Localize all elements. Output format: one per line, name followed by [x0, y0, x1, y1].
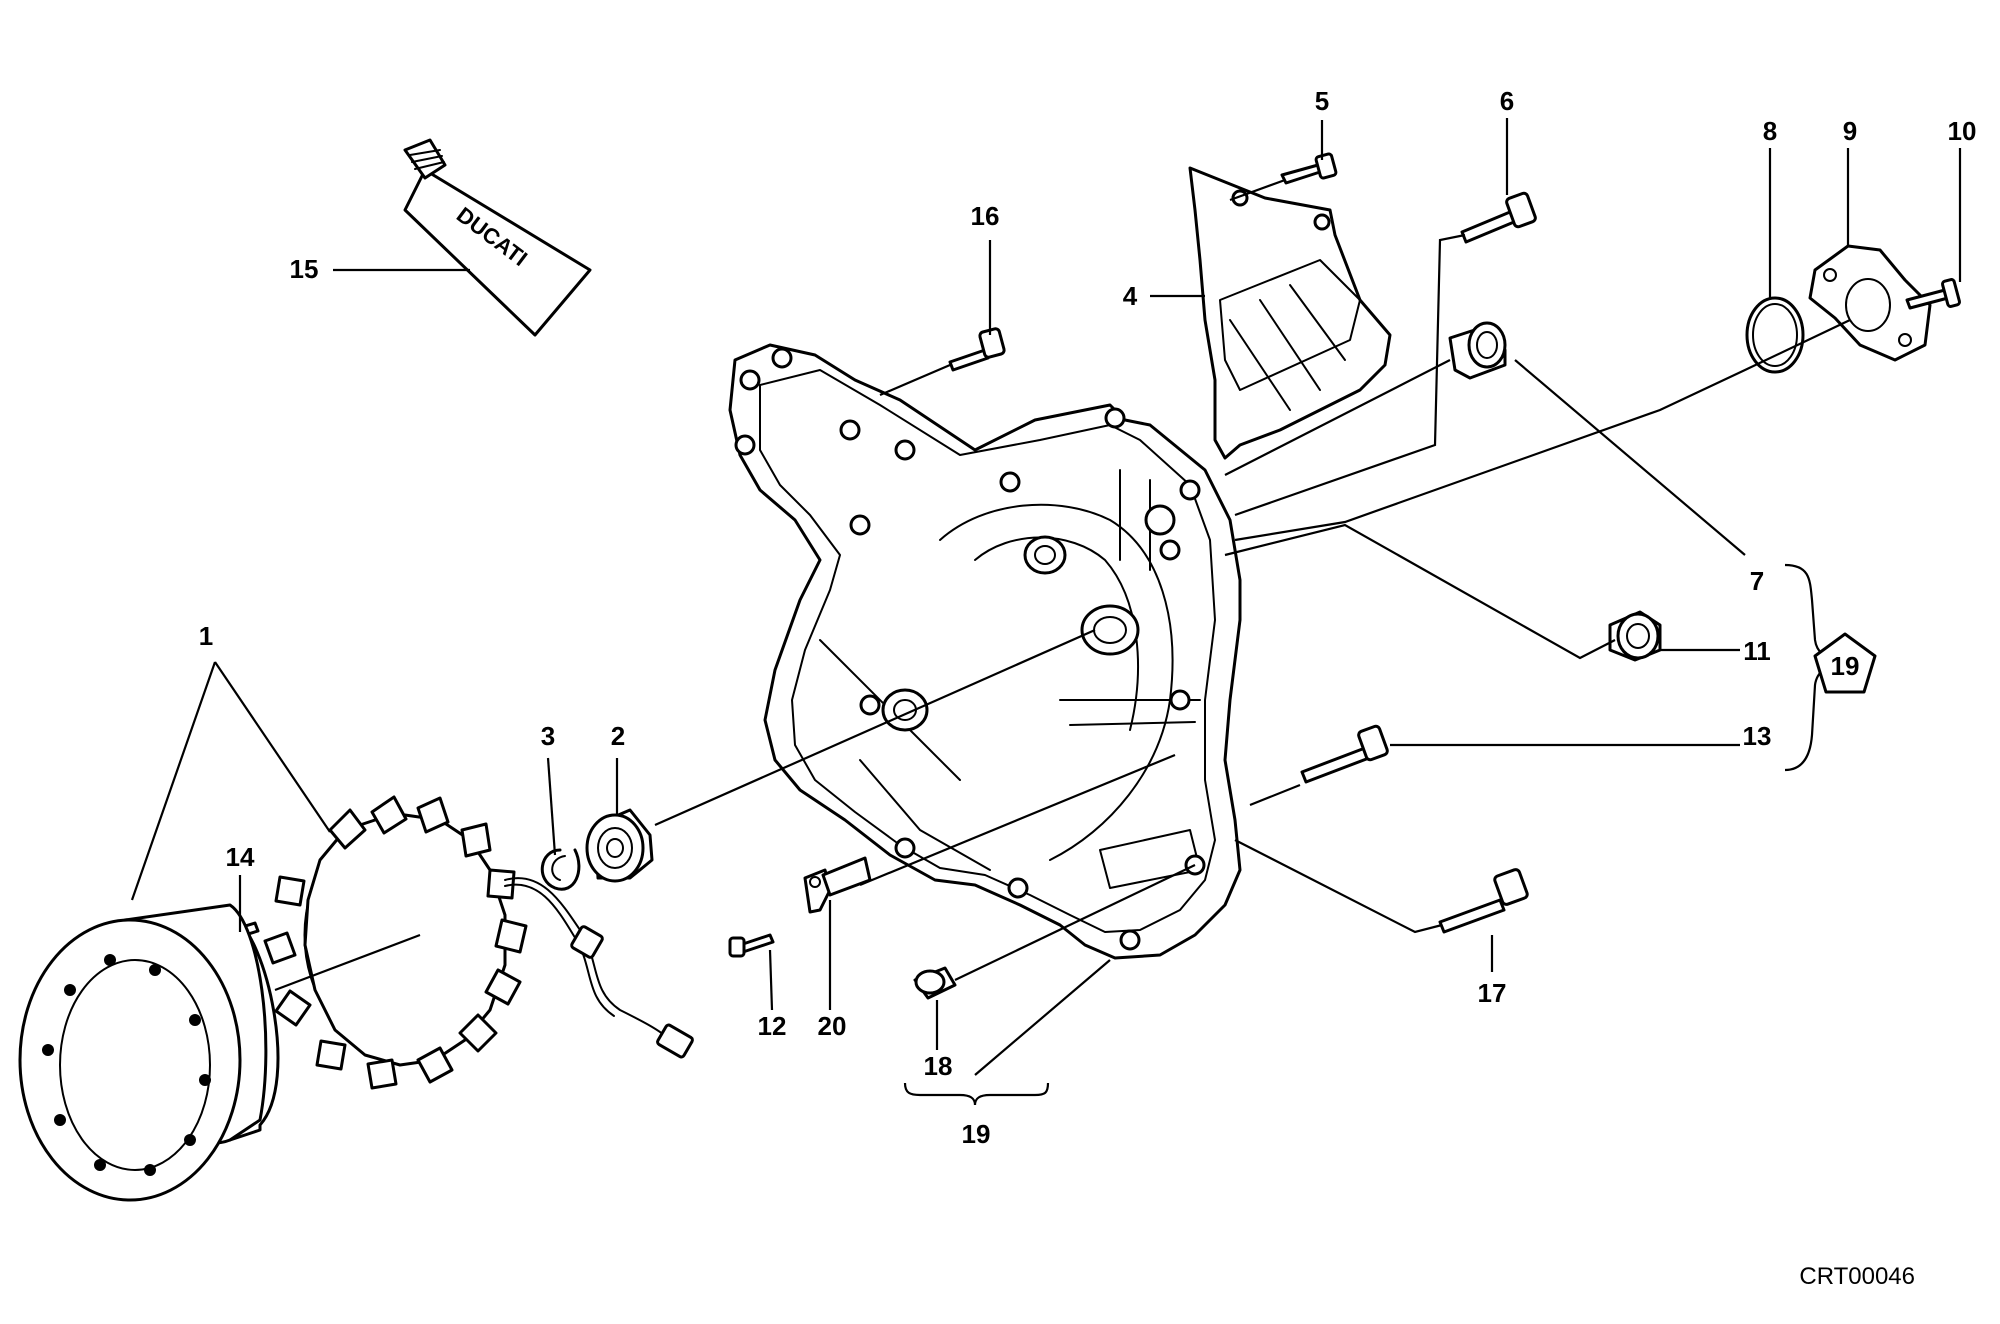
callout-10: 10 — [1948, 116, 1977, 146]
callout-9: 9 — [1843, 116, 1857, 146]
callout-labels: 1 2 3 4 5 6 7 8 9 10 11 12 13 14 15 16 1… — [199, 86, 1977, 1149]
bolt-part-13 — [1300, 724, 1389, 784]
oil-seal-part-11 — [1608, 610, 1662, 662]
callout-19-pentagon: 19 — [1831, 651, 1860, 681]
flange-part-9 — [1808, 244, 1932, 362]
axis-bolt-5 — [1229, 178, 1286, 202]
bolt-part-10 — [1905, 278, 1961, 310]
callout-6: 6 — [1500, 86, 1514, 116]
callout-3: 3 — [541, 721, 555, 751]
axis-bolt-16 — [879, 363, 951, 397]
callout-14: 14 — [226, 842, 255, 872]
leader-lines — [130, 118, 1962, 1076]
bolt-part-17 — [1438, 868, 1529, 934]
axis-seal-7 — [1224, 359, 1451, 476]
callout-7: 7 — [1750, 566, 1764, 596]
axis-bolt-6 — [1234, 233, 1466, 517]
callout-20: 20 — [818, 1011, 847, 1041]
axis-dowel — [954, 864, 1196, 981]
bolt-part-12 — [728, 933, 775, 958]
axis-rotor — [274, 933, 421, 992]
bolt-part-6 — [1460, 191, 1537, 244]
axis-bearing — [654, 628, 1096, 827]
callout-18: 18 — [924, 1051, 953, 1081]
bearing-part-2 — [585, 808, 654, 883]
axis-clamp — [859, 753, 1176, 887]
callout-13: 13 — [1743, 721, 1772, 751]
axis-bolt-17 — [1234, 839, 1443, 934]
callout-8: 8 — [1763, 116, 1777, 146]
bracket-group-bottom — [903, 1082, 1050, 1106]
rotor-part-1 — [18, 903, 280, 1202]
axis-flange — [1234, 319, 1851, 542]
callout-4: 4 — [1123, 281, 1138, 311]
callout-15: 15 — [290, 254, 319, 284]
leader-12 — [768, 949, 774, 1011]
pentagon-group-marker — [1813, 632, 1877, 694]
callout-11: 11 — [1743, 636, 1771, 666]
leader-19-bottom — [974, 959, 1111, 1076]
o-ring-part-8 — [1745, 296, 1805, 374]
leader-3 — [546, 757, 557, 856]
callout-5: 5 — [1315, 86, 1329, 116]
seal-ring-part-7 — [1448, 321, 1507, 380]
dowel-part-18 — [913, 966, 957, 1000]
generator-cover-housing — [728, 343, 1242, 960]
sealant-tube-part-15: DUCATI — [403, 138, 592, 337]
cable-clamp-part-20 — [803, 856, 872, 914]
snap-ring-part-3 — [540, 848, 581, 891]
bolt-part-16 — [948, 327, 1006, 372]
callout-2: 2 — [611, 721, 625, 751]
callout-1: 1 — [199, 621, 213, 651]
axis-bolt-13 — [1249, 783, 1301, 807]
leader-7 — [1514, 359, 1746, 556]
leader-1b — [214, 661, 331, 833]
leader-1a — [130, 661, 217, 901]
callout-12: 12 — [758, 1011, 787, 1041]
callout-19-bottom: 19 — [962, 1119, 991, 1149]
callout-17: 17 — [1478, 978, 1507, 1008]
bolt-part-5 — [1280, 152, 1338, 185]
callout-16: 16 — [971, 201, 1000, 231]
reference-code: CRT00046 — [1799, 1263, 1915, 1290]
axis-seal-11 — [1224, 523, 1616, 660]
sprocket-cover — [1188, 166, 1392, 460]
